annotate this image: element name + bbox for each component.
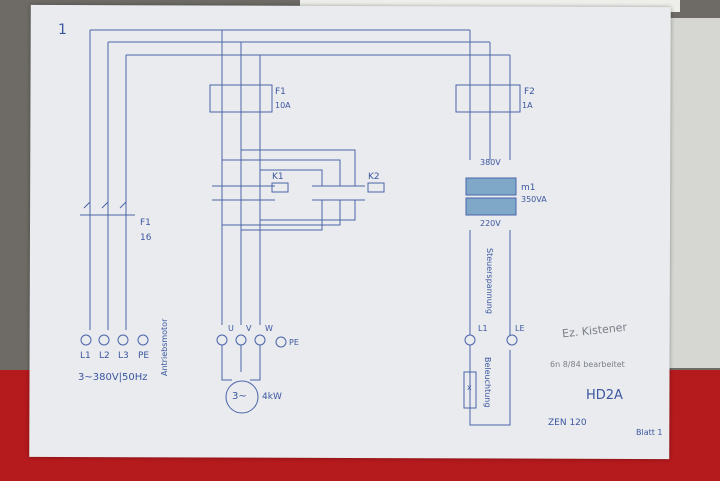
motor-fuse-box bbox=[209, 84, 273, 113]
contactor-k2-bar bbox=[312, 185, 365, 201]
mains-fuse-label: F1 bbox=[140, 218, 151, 228]
mains-switch bbox=[80, 201, 135, 216]
terminal-l1 bbox=[80, 334, 92, 346]
contactor-k1-label: K1 bbox=[272, 172, 284, 182]
transformer-power: 350VA bbox=[521, 195, 547, 204]
sheet-note: Blatt 1 bbox=[636, 428, 663, 437]
control-wire-1 bbox=[469, 30, 511, 426]
motor-power: 4kW bbox=[262, 392, 282, 402]
contactor-k2-links bbox=[222, 149, 356, 186]
motor-terminal-u: U bbox=[228, 324, 234, 333]
transformer-primary bbox=[465, 177, 517, 196]
terminal-l2 bbox=[98, 334, 110, 346]
note-line-2: 6n 8/84 bearbeitet bbox=[550, 360, 625, 369]
terminal-pe bbox=[137, 334, 149, 346]
transformer-label: m1 bbox=[521, 183, 536, 193]
mains-terminal-l1: L1 bbox=[80, 351, 91, 361]
supply-rating: 3~380V|50Hz bbox=[78, 372, 148, 383]
contactor-k1-bar bbox=[212, 185, 275, 201]
lamp-symbol bbox=[463, 371, 477, 409]
terminal-control-le bbox=[506, 334, 518, 346]
control-fuse-rating: 1A bbox=[522, 101, 533, 110]
mains-terminal-l3: L3 bbox=[118, 351, 129, 361]
terminal-v bbox=[235, 334, 247, 346]
motor-caption: Antriebsmotor bbox=[160, 318, 169, 376]
motor-leads bbox=[221, 342, 261, 381]
k2-coil bbox=[367, 182, 385, 193]
motor-terminal-v: V bbox=[246, 324, 252, 333]
mains-terminal-l2: L2 bbox=[99, 351, 110, 361]
control-terminal-l1: L1 bbox=[478, 324, 488, 333]
motor-terminal-w: W bbox=[265, 324, 273, 333]
lamp-caption: Beleuchtung bbox=[483, 357, 492, 408]
page-number: 1 bbox=[58, 22, 67, 38]
k1-coil bbox=[271, 182, 289, 193]
note-code: HD2A bbox=[586, 388, 623, 403]
terminal-l3 bbox=[117, 334, 129, 346]
control-line-caption: Steuerspannung bbox=[485, 248, 494, 314]
motor-symbol-text: 3~ bbox=[232, 391, 247, 402]
terminal-w bbox=[254, 334, 266, 346]
terminal-u bbox=[216, 334, 228, 346]
motor-fuse-rating: 10A bbox=[275, 101, 291, 110]
contactor-k2-down bbox=[222, 200, 356, 231]
control-terminal-le: LE bbox=[515, 324, 525, 333]
terminal-control-l1 bbox=[464, 334, 476, 346]
mains-fuse-sub: 16 bbox=[140, 233, 152, 243]
terminal-pe-motor bbox=[275, 336, 287, 348]
transformer-secondary bbox=[465, 197, 517, 216]
primary-voltage: 380V bbox=[480, 158, 501, 167]
lamp-symbol-text: x bbox=[467, 383, 472, 392]
motor-terminal-pe: PE bbox=[289, 338, 299, 347]
motor-fuse-label: F1 bbox=[275, 87, 286, 97]
control-fuse-label: F2 bbox=[524, 87, 535, 97]
motor-symbol bbox=[225, 380, 259, 414]
control-fuse-box bbox=[455, 84, 521, 113]
secondary-voltage: 220V bbox=[480, 219, 501, 228]
contactor-k2-label: K2 bbox=[368, 172, 380, 182]
mains-terminal-pe: PE bbox=[138, 351, 150, 361]
drawing-number: ZEN 120 bbox=[548, 418, 587, 428]
